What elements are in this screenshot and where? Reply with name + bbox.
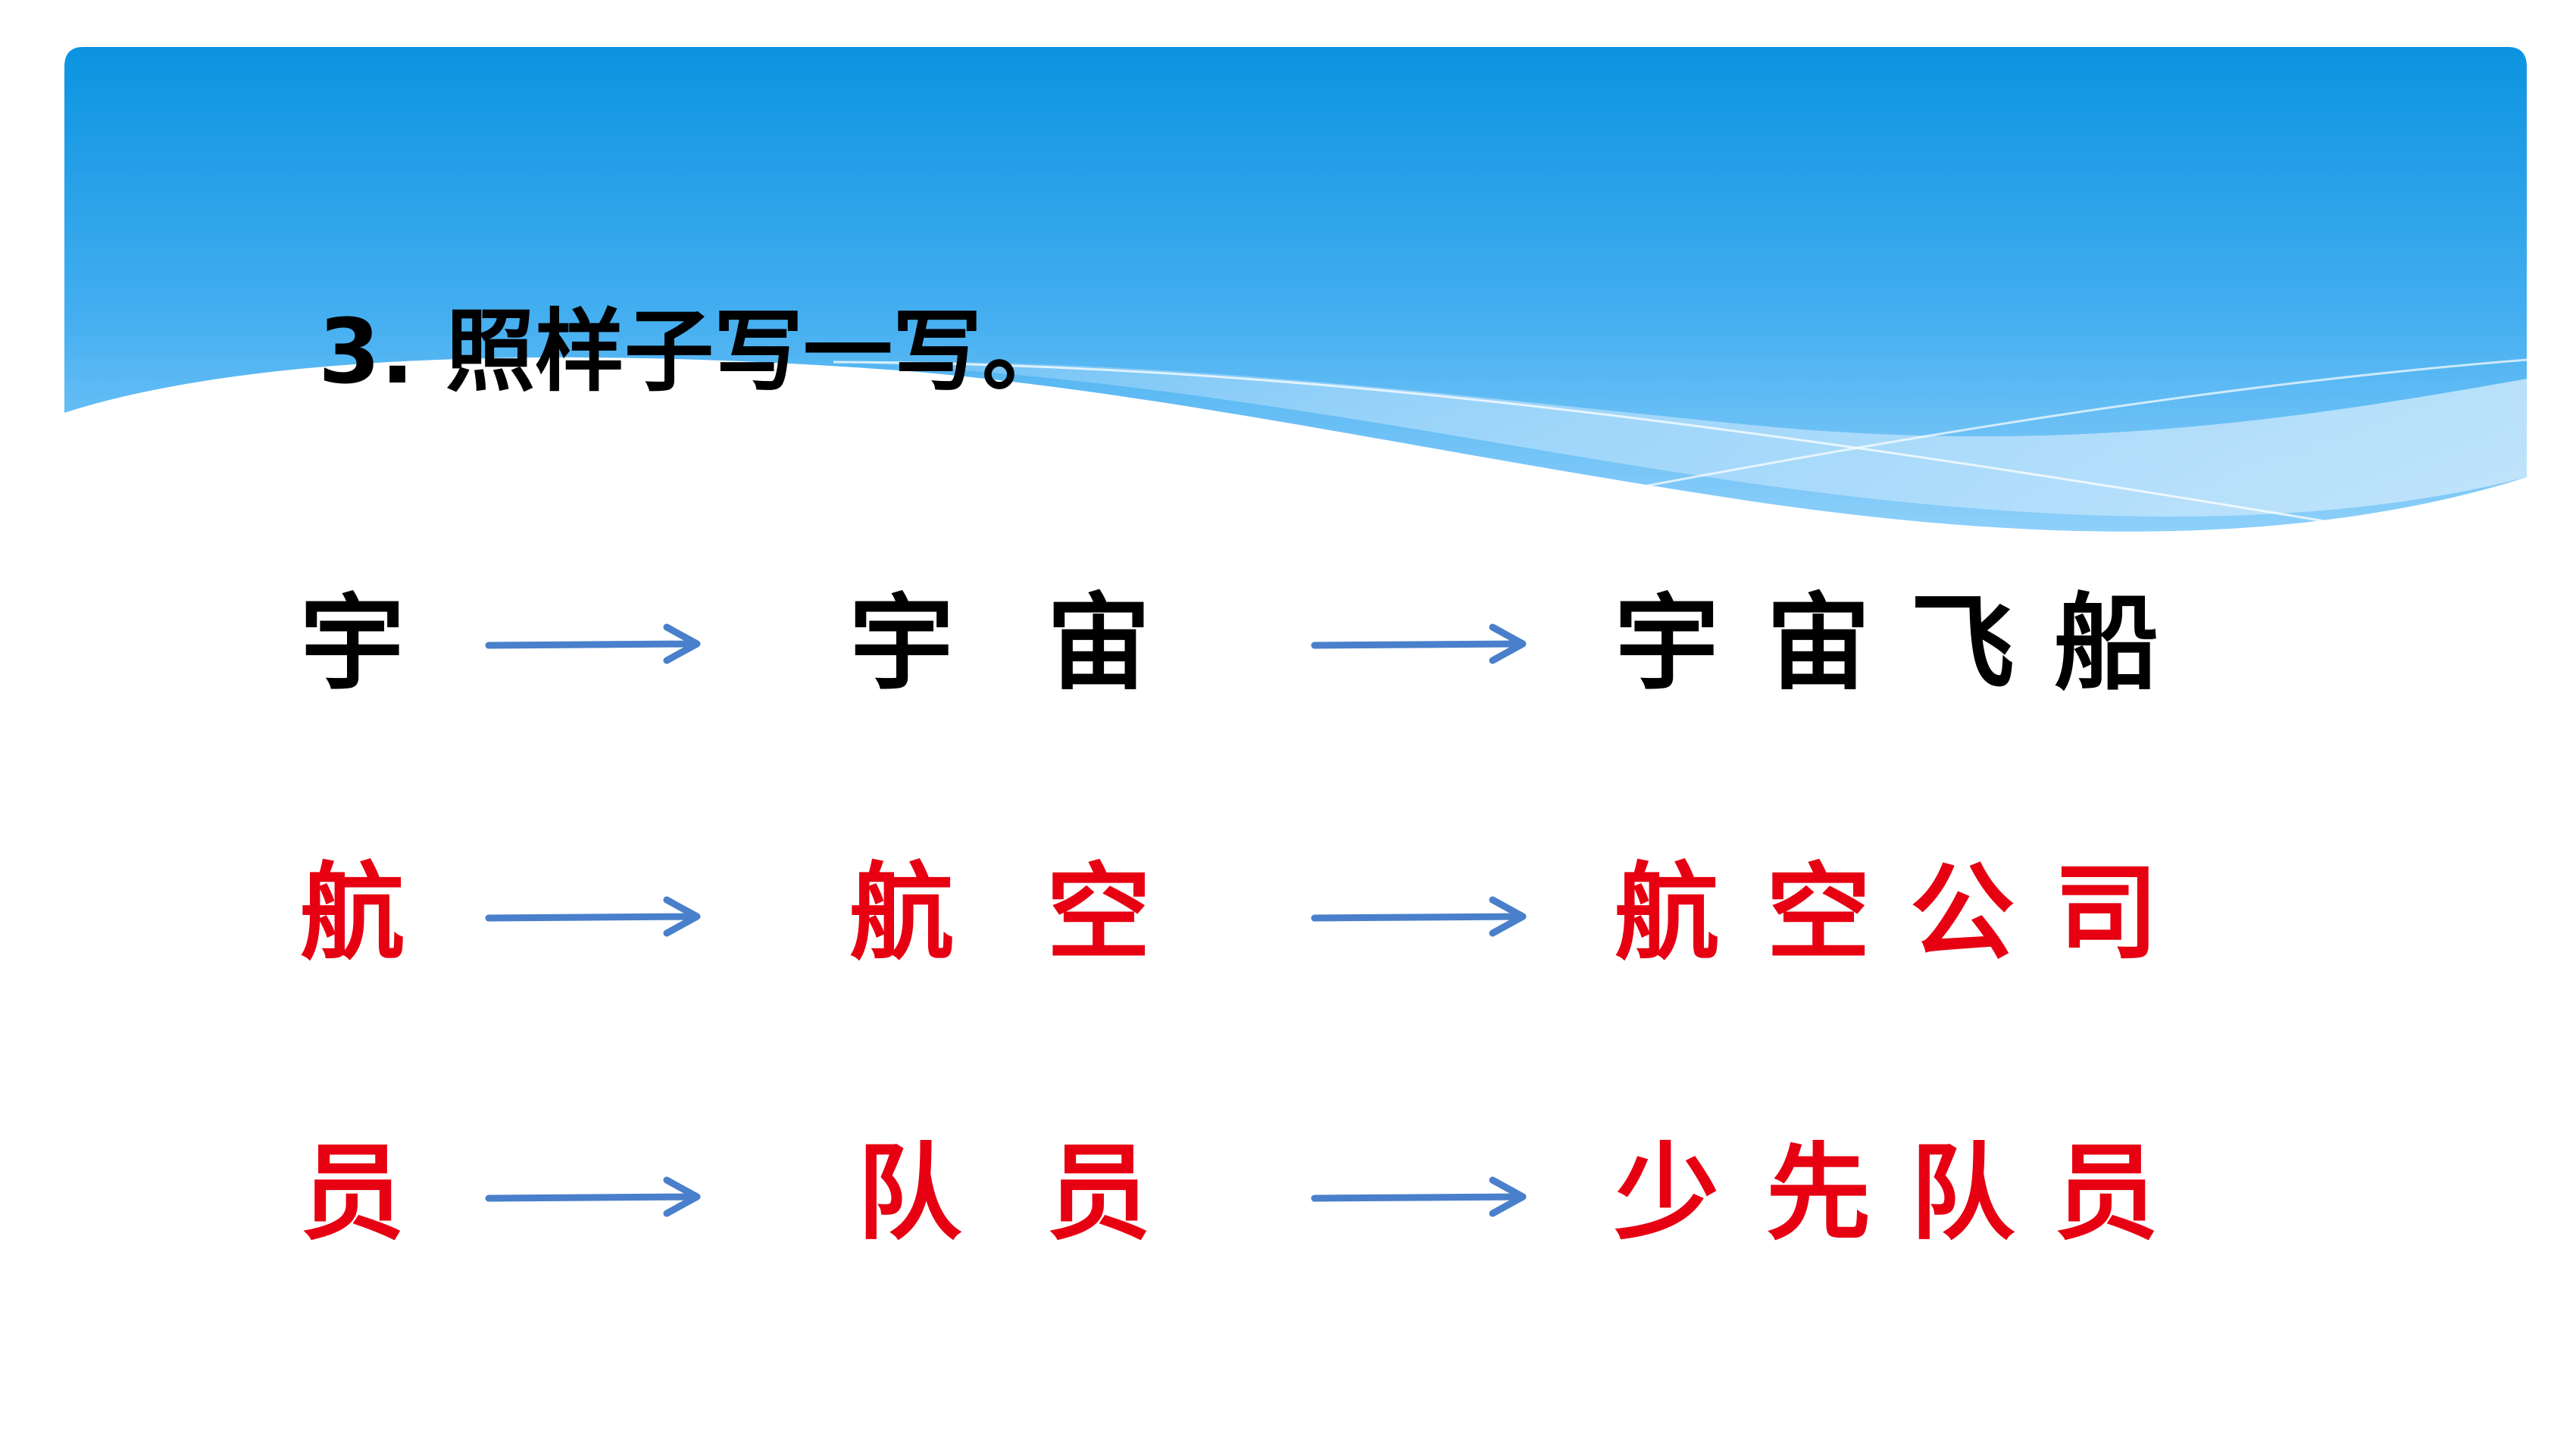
pair-character-2: 宙 — [1046, 582, 1151, 704]
pair-character-1: 航 — [849, 851, 954, 974]
phrase-character-2: 空 — [1765, 851, 1871, 974]
phrase-character-2: 宙 — [1765, 582, 1871, 704]
word-row-3: 员 队 员 少 先 队 员 — [0, 1132, 2576, 1254]
phrase-character-2: 先 — [1765, 1131, 1871, 1254]
word-row-1: 宇 宇 宙 宇 宙 飞 船 — [0, 583, 2576, 704]
arrow-right-icon — [1311, 896, 1527, 937]
single-character: 员 — [299, 1131, 405, 1254]
phrase-character-4: 员 — [2053, 1131, 2159, 1254]
page-title: 3. 照样子写一写。 — [318, 299, 1072, 404]
phrase-character-1: 宇 — [1614, 582, 1719, 704]
phrase-character-4: 船 — [2053, 582, 2159, 704]
phrase-character-3: 公 — [1909, 851, 2015, 974]
word-row-2: 航 航 空 航 空 公 司 — [0, 852, 2576, 973]
phrase-character-1: 少 — [1614, 1131, 1719, 1254]
pair-character-2: 员 — [1046, 1131, 1151, 1254]
pair-character-2: 空 — [1046, 851, 1151, 974]
single-character: 航 — [299, 851, 405, 974]
arrow-right-icon — [485, 623, 701, 664]
single-character: 宇 — [299, 582, 405, 704]
arrow-right-icon — [1311, 623, 1527, 664]
phrase-character-3: 飞 — [1909, 582, 2015, 704]
phrase-character-1: 航 — [1614, 851, 1719, 974]
arrow-right-icon — [1311, 1176, 1527, 1217]
phrase-character-4: 司 — [2053, 851, 2159, 974]
arrow-right-icon — [485, 896, 701, 937]
arrow-right-icon — [485, 1176, 701, 1217]
phrase-character-3: 队 — [1909, 1131, 2015, 1254]
pair-character-1: 宇 — [849, 582, 954, 704]
pair-character-1: 队 — [856, 1131, 961, 1254]
